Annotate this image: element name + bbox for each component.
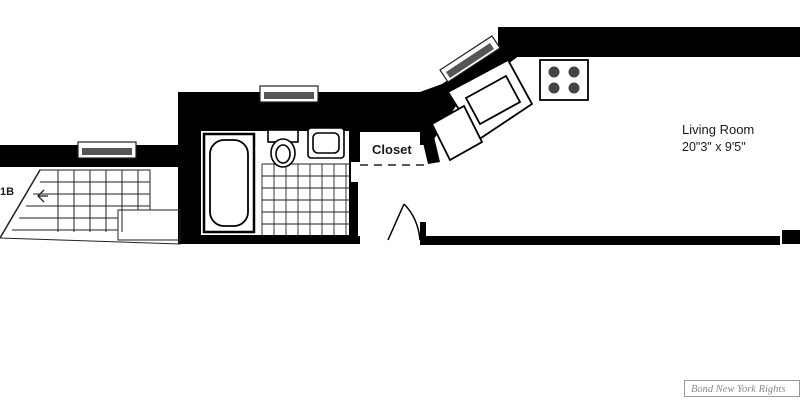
wall-bath-bottom (178, 236, 360, 244)
sink-icon (307, 127, 345, 159)
living-room-label: Living Room 20"3" x 9'5" (682, 122, 754, 155)
kitchen (430, 35, 589, 162)
wall-living-top (498, 27, 800, 57)
wall-living-bottom (420, 236, 780, 245)
living-room-dimensions: 20"3" x 9'5" (682, 139, 746, 154)
tile-floor (261, 163, 350, 236)
bathtub-icon (202, 132, 256, 234)
stair-label: 1B (0, 186, 15, 198)
closet-label: Closet (372, 142, 412, 157)
toilet-icon (267, 129, 299, 168)
wall-living-bottom-end (782, 230, 800, 244)
radiator-icon (77, 141, 137, 159)
wall-closet-right (420, 128, 440, 164)
wall-door-post (420, 222, 426, 244)
stair-block (0, 169, 181, 245)
door-swing-icon (387, 203, 421, 241)
radiator-icon (259, 85, 319, 103)
wall-bath-right-lower (350, 182, 358, 238)
living-room-name: Living Room (682, 122, 755, 137)
stove-icon (539, 59, 589, 101)
kitchen-radiator (439, 35, 501, 83)
stair-arrow-icon (37, 189, 48, 203)
bathroom (199, 85, 351, 237)
watermark: Bond New York Rights (684, 380, 800, 397)
kitchen-counter (430, 58, 534, 162)
